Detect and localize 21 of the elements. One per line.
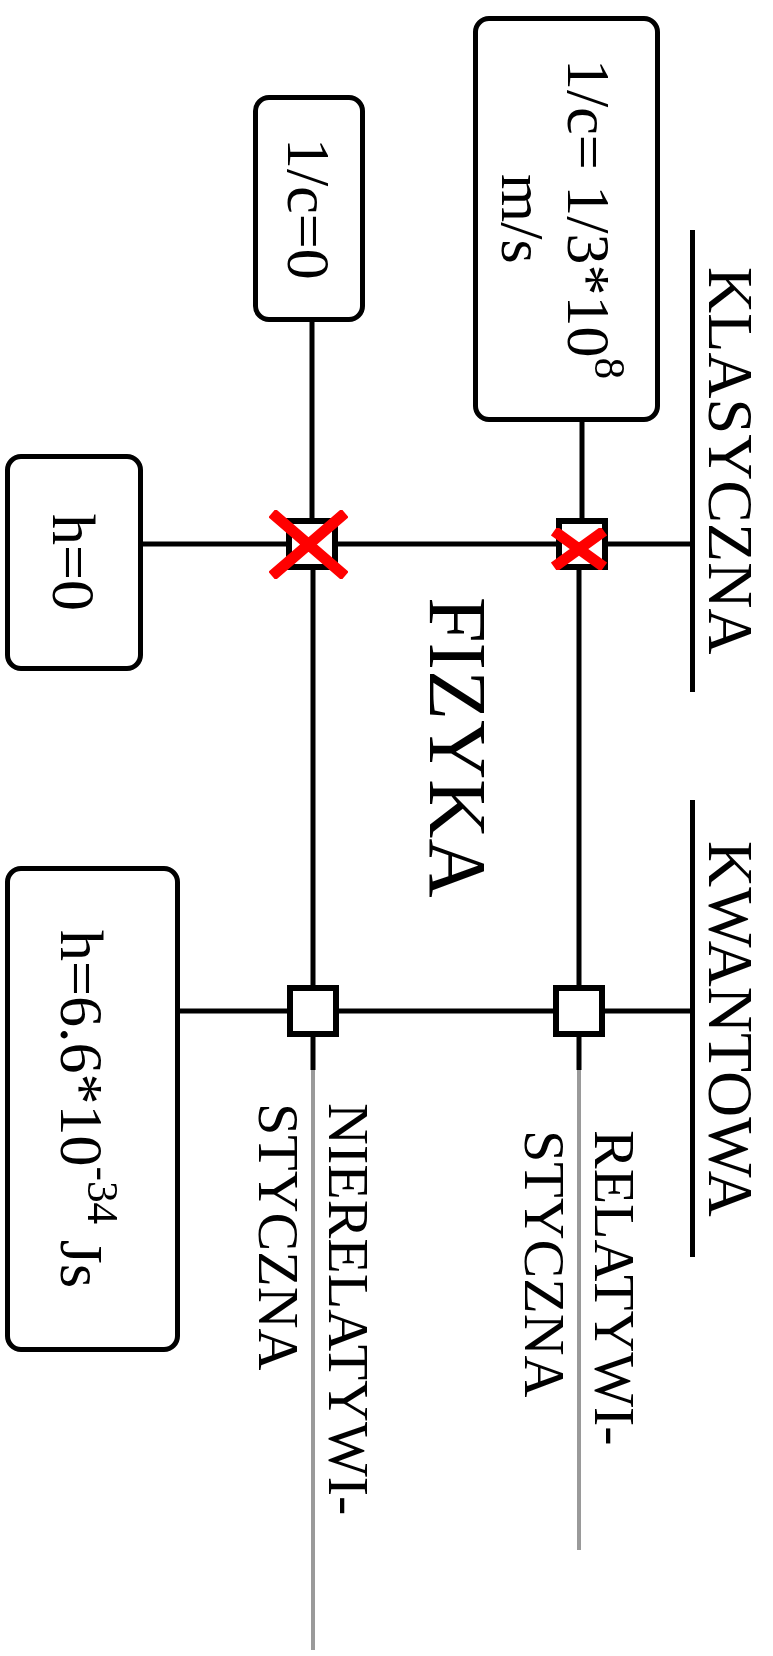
connector-line: [605, 1008, 690, 1014]
formula-box: h=0: [5, 454, 143, 671]
connector-line: [310, 570, 316, 985]
connector-line: [576, 570, 582, 985]
category-label: RELATYWI- STYCZNA: [509, 1070, 649, 1550]
connector-line: [310, 1037, 316, 1070]
connector-line: [576, 1037, 582, 1070]
connector-line: [608, 541, 690, 547]
junction-square: [553, 985, 605, 1037]
formula-box: 1/c=0: [253, 95, 365, 322]
junction-square: [287, 985, 339, 1037]
connector-line: [180, 1008, 287, 1014]
connector-line: [339, 1008, 553, 1014]
connector-line: [143, 541, 286, 547]
title-text: FIZYKA: [420, 597, 495, 898]
category-label: KWANTOWA: [690, 800, 765, 1257]
connector-line: [338, 541, 556, 547]
category-label: KLASYCZNA: [690, 230, 765, 692]
connector-line: [579, 422, 585, 518]
connector-line: [309, 322, 315, 518]
category-label: NIERELATYWI- STYCZNA: [243, 1070, 383, 1650]
